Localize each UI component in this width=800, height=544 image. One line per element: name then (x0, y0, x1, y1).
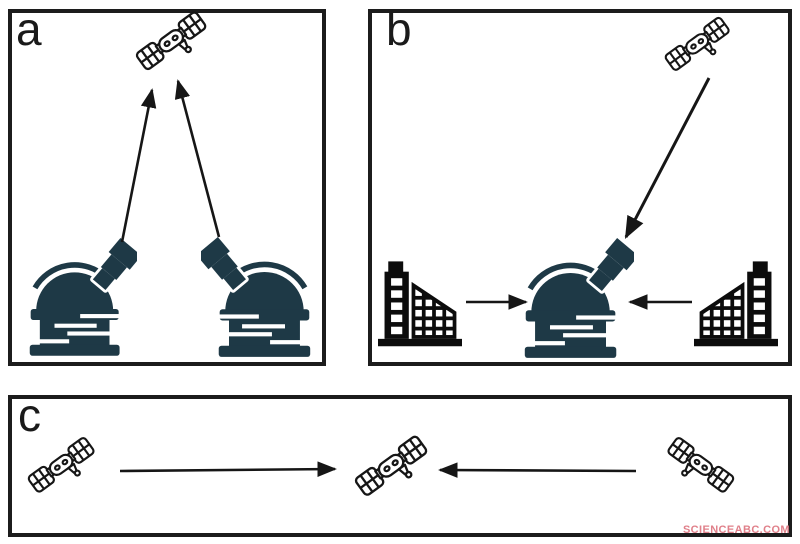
panel-c-label: c (18, 389, 41, 441)
satellite-icon (660, 430, 740, 502)
building-icon (378, 257, 462, 347)
watermark-text: SCIENCEABC.COM (682, 524, 790, 536)
satellite-icon (130, 4, 214, 80)
observatory-icon (201, 227, 313, 358)
satellite-icon (350, 428, 434, 506)
satellite-icon (22, 430, 102, 502)
observatory-icon (522, 227, 634, 360)
building-icon (694, 257, 778, 347)
satellite-icon (658, 10, 738, 80)
panel-b-label: b (386, 3, 412, 55)
observatory-icon (27, 227, 137, 358)
panel-a-label: a (16, 3, 42, 55)
